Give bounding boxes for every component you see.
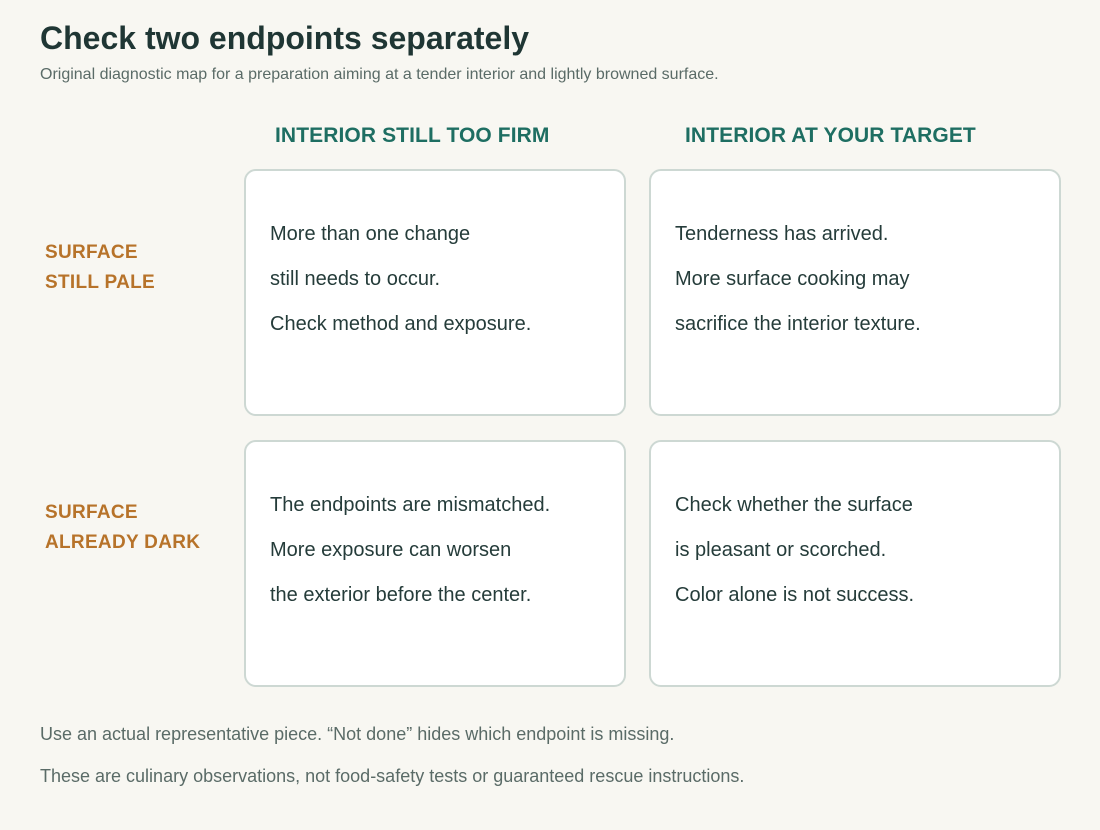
row-header-line: SURFACE (45, 242, 138, 263)
cell-firm-pale: More than one change still needs to occu… (244, 169, 626, 416)
cell-text-line: sacrifice the interior texture. (675, 313, 921, 335)
cell-text-line: More than one change (270, 223, 471, 245)
cell-text-line: is pleasant or scorched. (675, 539, 887, 561)
row-header-surface-still-pale: SURFACE STILL PALE (45, 238, 155, 298)
row-header-surface-already-dark: SURFACE ALREADY DARK (45, 498, 200, 558)
column-header-interior-at-target: INTERIOR AT YOUR TARGET (685, 124, 976, 147)
cell-text-line: Check method and exposure. (270, 313, 532, 335)
cell-firm-dark: The endpoints are mismatched. More expos… (244, 440, 626, 687)
page-title: Check two endpoints separately (40, 20, 530, 56)
cell-text-line: Tenderness has arrived. (675, 223, 889, 245)
cell-text-line: the exterior before the center. (270, 584, 532, 606)
row-header-line: STILL PALE (45, 272, 155, 293)
cell-text-line: Check whether the surface (675, 494, 913, 516)
cell-target-pale: Tenderness has arrived. More surface coo… (649, 169, 1061, 416)
cell-text-line: still needs to occur. (270, 268, 441, 290)
footnote-representative-piece: Use an actual representative piece. “Not… (40, 724, 675, 744)
cell-text-line: More exposure can worsen (270, 539, 512, 561)
cell-text-line: More surface cooking may (675, 268, 910, 290)
footnote-disclaimer: These are culinary observations, not foo… (40, 766, 745, 786)
row-header-line: ALREADY DARK (45, 532, 201, 553)
row-header-line: SURFACE (45, 502, 138, 523)
page-subtitle: Original diagnostic map for a preparatio… (40, 66, 719, 83)
cell-target-dark: Check whether the surface is pleasant or… (649, 440, 1061, 687)
cell-text-line: Color alone is not success. (675, 584, 915, 606)
column-header-interior-too-firm: INTERIOR STILL TOO FIRM (275, 124, 550, 147)
cell-text-line: The endpoints are mismatched. (270, 494, 551, 516)
